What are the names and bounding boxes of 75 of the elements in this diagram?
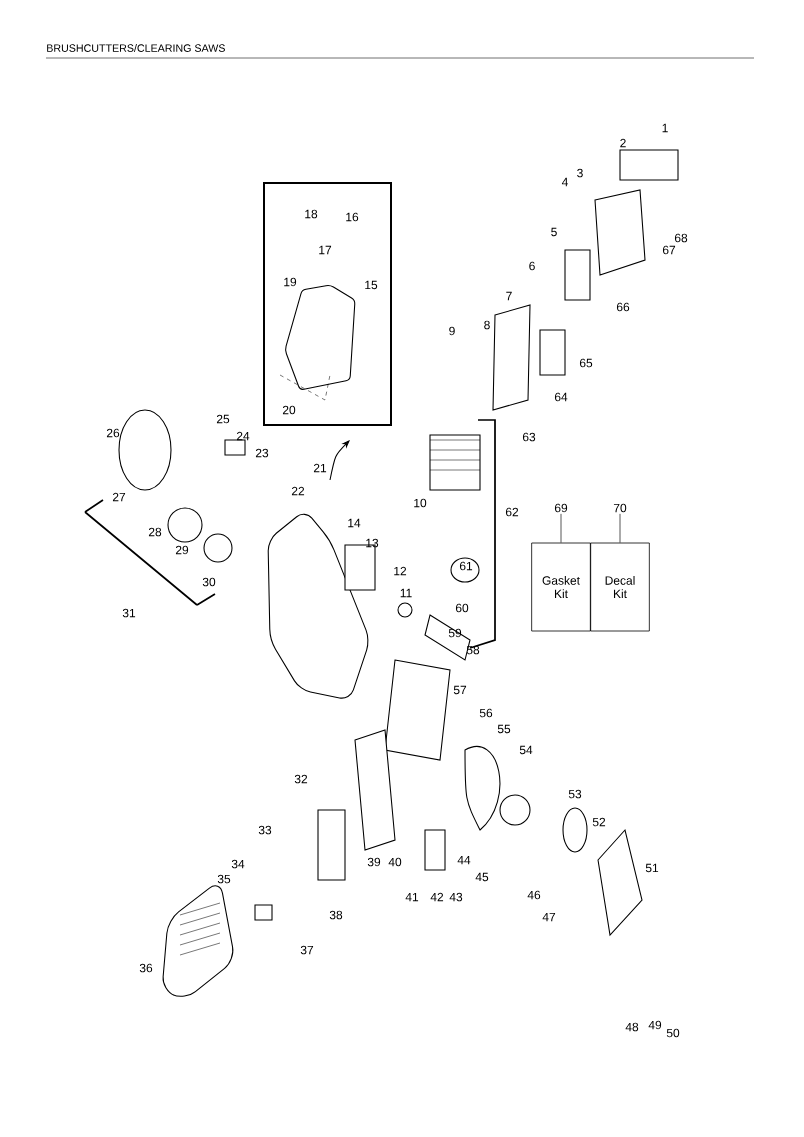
callout-number: 35	[217, 874, 231, 884]
callout-number: 3	[577, 168, 583, 178]
callout-number: 66	[616, 302, 630, 312]
callout-number: 14	[348, 518, 361, 528]
callout-number: 31	[122, 608, 136, 618]
leader-line	[560, 513, 562, 543]
callout-number: 34	[231, 859, 245, 869]
callout-number: 42	[430, 892, 444, 902]
callout-number: 19	[284, 277, 297, 287]
callout-number: 70	[613, 503, 627, 513]
callout-number: 1	[662, 123, 668, 133]
callout-number: 56	[479, 708, 493, 718]
callout-number: 32	[294, 774, 308, 784]
callout-number: 9	[449, 326, 455, 336]
callout-number: 11	[400, 588, 412, 598]
callout-number: 20	[282, 405, 296, 415]
callout-number: 43	[449, 892, 463, 902]
callout-number: 62	[505, 507, 519, 517]
callout-number: 40	[388, 857, 402, 867]
callout-number: 39	[367, 857, 381, 867]
callout-number: 45	[475, 872, 489, 882]
callout-number: 21	[313, 463, 327, 473]
callout-number: 22	[291, 486, 305, 496]
callout-number: 55	[497, 724, 511, 734]
callout-number: 48	[625, 1022, 639, 1032]
callout-number: 47	[542, 912, 556, 922]
callout-number: 50	[666, 1028, 680, 1038]
callout-number: 63	[522, 432, 536, 442]
page-title: BRUSHCUTTERS/CLEARING SAWS	[47, 44, 225, 52]
callout-number: 57	[453, 685, 467, 695]
callout-number: 26	[106, 428, 120, 438]
callout-number: 5	[551, 227, 557, 237]
callout-number: 65	[579, 358, 593, 368]
callout-number: 17	[319, 245, 332, 255]
callout-number: 2	[620, 138, 626, 148]
callout-number: 12	[394, 566, 407, 576]
callout-number: 67	[662, 245, 676, 255]
callout-number: 33	[258, 825, 272, 835]
callout-number: 37	[300, 945, 314, 955]
callout-number: 16	[346, 212, 359, 222]
callout-number: 49	[648, 1020, 662, 1030]
callout-number: 29	[175, 545, 189, 555]
callout-number: 7	[506, 291, 512, 301]
callout-number: 24	[236, 431, 250, 441]
callout-number: 51	[645, 863, 659, 873]
kit-box: Gasket Kit	[531, 542, 591, 632]
callout-number: 61	[459, 561, 473, 571]
callout-number: 8	[484, 320, 490, 330]
kit-box: Decal Kit	[590, 542, 650, 632]
callout-number: 41	[405, 892, 419, 902]
callout-number: 44	[457, 855, 471, 865]
callout-number: 23	[255, 448, 269, 458]
callout-number: 69	[554, 503, 568, 513]
callout-number: 53	[568, 789, 582, 799]
leader-line	[619, 513, 621, 543]
callout-number: 18	[305, 209, 318, 219]
callout-number: 54	[519, 745, 533, 755]
callout-number: 6	[529, 261, 535, 271]
callout-number: 13	[366, 538, 379, 548]
callout-number: 59	[448, 628, 462, 638]
callout-number: 38	[329, 910, 343, 920]
callout-number: 15	[365, 280, 378, 290]
callout-number: 30	[202, 577, 216, 587]
callout-number: 60	[455, 603, 469, 613]
callout-number: 27	[112, 492, 126, 502]
callout-number: 4	[561, 177, 568, 187]
callout-number: 68	[674, 233, 688, 243]
callout-number: 64	[554, 392, 568, 402]
callout-number: 10	[414, 498, 427, 508]
callout-number: 58	[466, 645, 480, 655]
callout-number: 36	[139, 963, 153, 973]
callout-number: 52	[592, 817, 606, 827]
callout-number: 46	[527, 890, 541, 900]
callout-number: 25	[216, 414, 230, 424]
callout-number: 28	[148, 527, 162, 537]
